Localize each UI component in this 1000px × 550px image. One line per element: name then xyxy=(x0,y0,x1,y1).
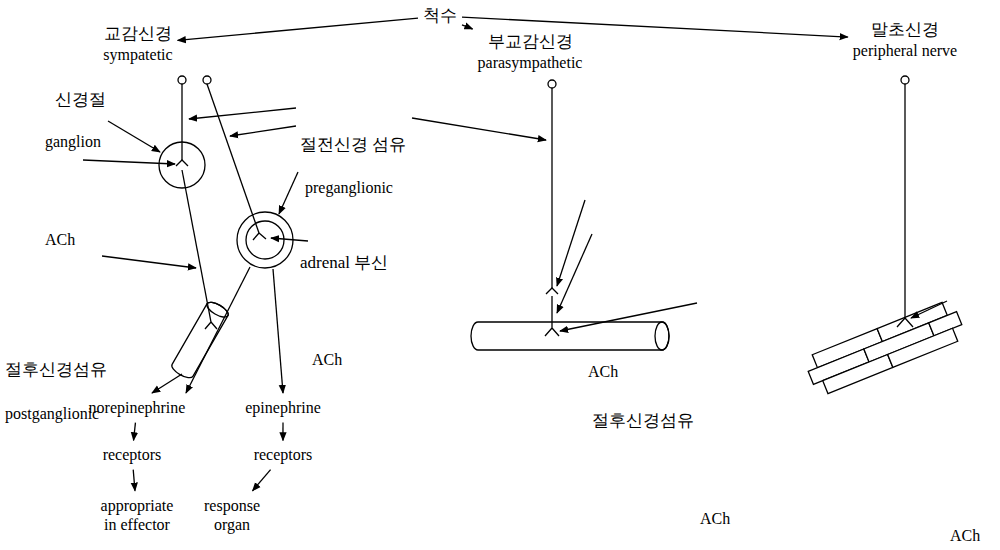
connector-arrow xyxy=(133,470,135,491)
leader-arrow xyxy=(911,301,947,318)
effector-cylinder xyxy=(170,299,231,380)
preganglionic-fiber xyxy=(207,84,259,233)
release-arrow xyxy=(152,374,182,393)
muscle-fibers xyxy=(803,299,967,398)
part-label: ACh xyxy=(700,509,1000,528)
node-text: sympatetic xyxy=(103,45,172,64)
motor-fiber xyxy=(904,84,905,318)
connector-arrow xyxy=(178,18,418,40)
effector-cylinder xyxy=(471,322,669,350)
part-label: adrenal 부신 xyxy=(300,253,1000,273)
soma xyxy=(178,76,186,84)
text-node: 부교감신경parasympathetic xyxy=(476,30,585,74)
part-label: ACh xyxy=(950,526,1000,545)
node-text: receptors xyxy=(254,445,313,464)
node-text: in effector xyxy=(101,515,174,534)
part-label: ACh xyxy=(45,230,1000,249)
text-node: epinephrine xyxy=(243,396,323,419)
node-text: receptors xyxy=(103,445,162,464)
soma xyxy=(548,80,556,88)
leader-arrow xyxy=(230,126,296,136)
text-node: 척수 xyxy=(421,4,459,28)
node-text: epinephrine xyxy=(245,398,321,417)
node-text: appropriate xyxy=(101,496,174,515)
part-label: 절후신경섬유 xyxy=(592,411,1000,431)
leader-arrow xyxy=(557,234,592,313)
leader-arrow xyxy=(271,238,308,241)
leader-arrow xyxy=(108,121,160,152)
neurons xyxy=(83,76,967,397)
cylinder-end xyxy=(655,322,669,350)
node-text: peripheral nerve xyxy=(853,41,957,60)
node-text: 교감신경 xyxy=(103,24,172,44)
text-node: appropriatein effector xyxy=(99,494,176,536)
preganglionic-fiber xyxy=(181,84,182,160)
adrenal-inner xyxy=(246,221,284,259)
node-text: organ xyxy=(204,515,260,534)
node-text: 말초신경 xyxy=(853,20,957,40)
release-arrow xyxy=(273,269,283,393)
text-node: responseorgan xyxy=(202,494,262,536)
part-label: preganglionic xyxy=(305,178,1000,197)
text-node: receptors xyxy=(101,443,164,466)
nerve-terminal xyxy=(897,318,913,327)
preganglionic-fiber xyxy=(551,88,552,288)
synapse-symbol xyxy=(546,288,558,294)
synapse-symbol xyxy=(176,160,188,166)
part-label: postganglionic xyxy=(5,404,1000,423)
cylinder-body xyxy=(170,299,231,380)
part-label: 신경절 xyxy=(55,90,1000,110)
part-label: ganglion xyxy=(45,132,1000,151)
connector-arrow xyxy=(134,423,136,441)
text-node: 말초신경peripheral nerve xyxy=(851,18,959,62)
muscle-block xyxy=(888,328,958,367)
part-label: ACh xyxy=(588,362,1000,381)
leader-arrow xyxy=(560,303,697,331)
adrenal-outer xyxy=(237,212,293,268)
soma xyxy=(901,76,909,84)
leader-arrow xyxy=(102,256,196,268)
leader-arrow xyxy=(189,108,296,119)
nerve-terminal xyxy=(205,322,217,329)
node-text: response xyxy=(204,496,260,515)
text-node: 교감신경sympatetic xyxy=(101,22,174,66)
muscle-block xyxy=(823,354,893,393)
postganglionic-fiber xyxy=(182,170,211,322)
node-text: parasympathetic xyxy=(478,53,583,72)
release-arrow xyxy=(186,267,250,393)
leader-arrow xyxy=(557,200,585,286)
nerve-terminal xyxy=(253,233,266,240)
node-text: 척수 xyxy=(423,6,457,26)
leader-arrow xyxy=(279,172,298,214)
postganglionic-fiber xyxy=(545,296,559,336)
connector-arrow xyxy=(282,423,283,441)
leader-arrow xyxy=(83,160,175,164)
connector-arrow xyxy=(462,25,473,29)
soma xyxy=(203,76,211,84)
part-label: ACh xyxy=(312,350,1000,369)
connector-arrow xyxy=(253,470,271,491)
node-text: 부교감신경 xyxy=(478,32,583,52)
part-label: 절전신경 섬유 xyxy=(300,135,1000,155)
leader-arrow xyxy=(412,118,546,140)
node-text: norepinephrine xyxy=(89,398,186,417)
text-node: receptors xyxy=(252,443,315,466)
part-label: 절후신경섬유 xyxy=(5,360,1000,380)
text-node: norepinephrine xyxy=(87,396,188,419)
